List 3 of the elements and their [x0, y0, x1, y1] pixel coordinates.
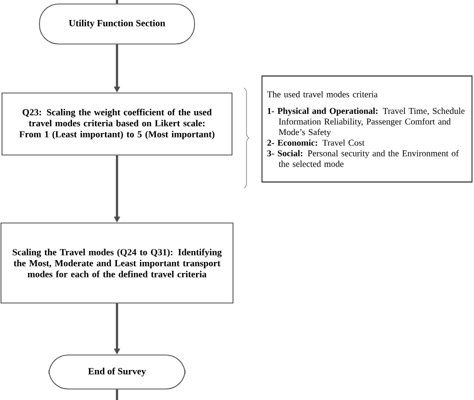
process-box: Scaling the Travel modes (Q24 to Q31): Identifying the Most, Moderate and Least important transport modes for each of the defined travel criteria — [0, 222, 234, 304]
process-box: Q23: Scaling the weight coefficient of the used travel modes criteria based on Likert scale: From 1 (Least important) to 5 (Most important) — [2, 92, 232, 156]
criteria-box: The used travel modes criteria 1- Physical and Operational: Travel Time, Schedule Information Reliability, Passenger Comfort and Mode’s Safety 2- Economic: Travel Cost 3- Social: Personal security and the Environment of the selected mode — [262, 76, 472, 182]
